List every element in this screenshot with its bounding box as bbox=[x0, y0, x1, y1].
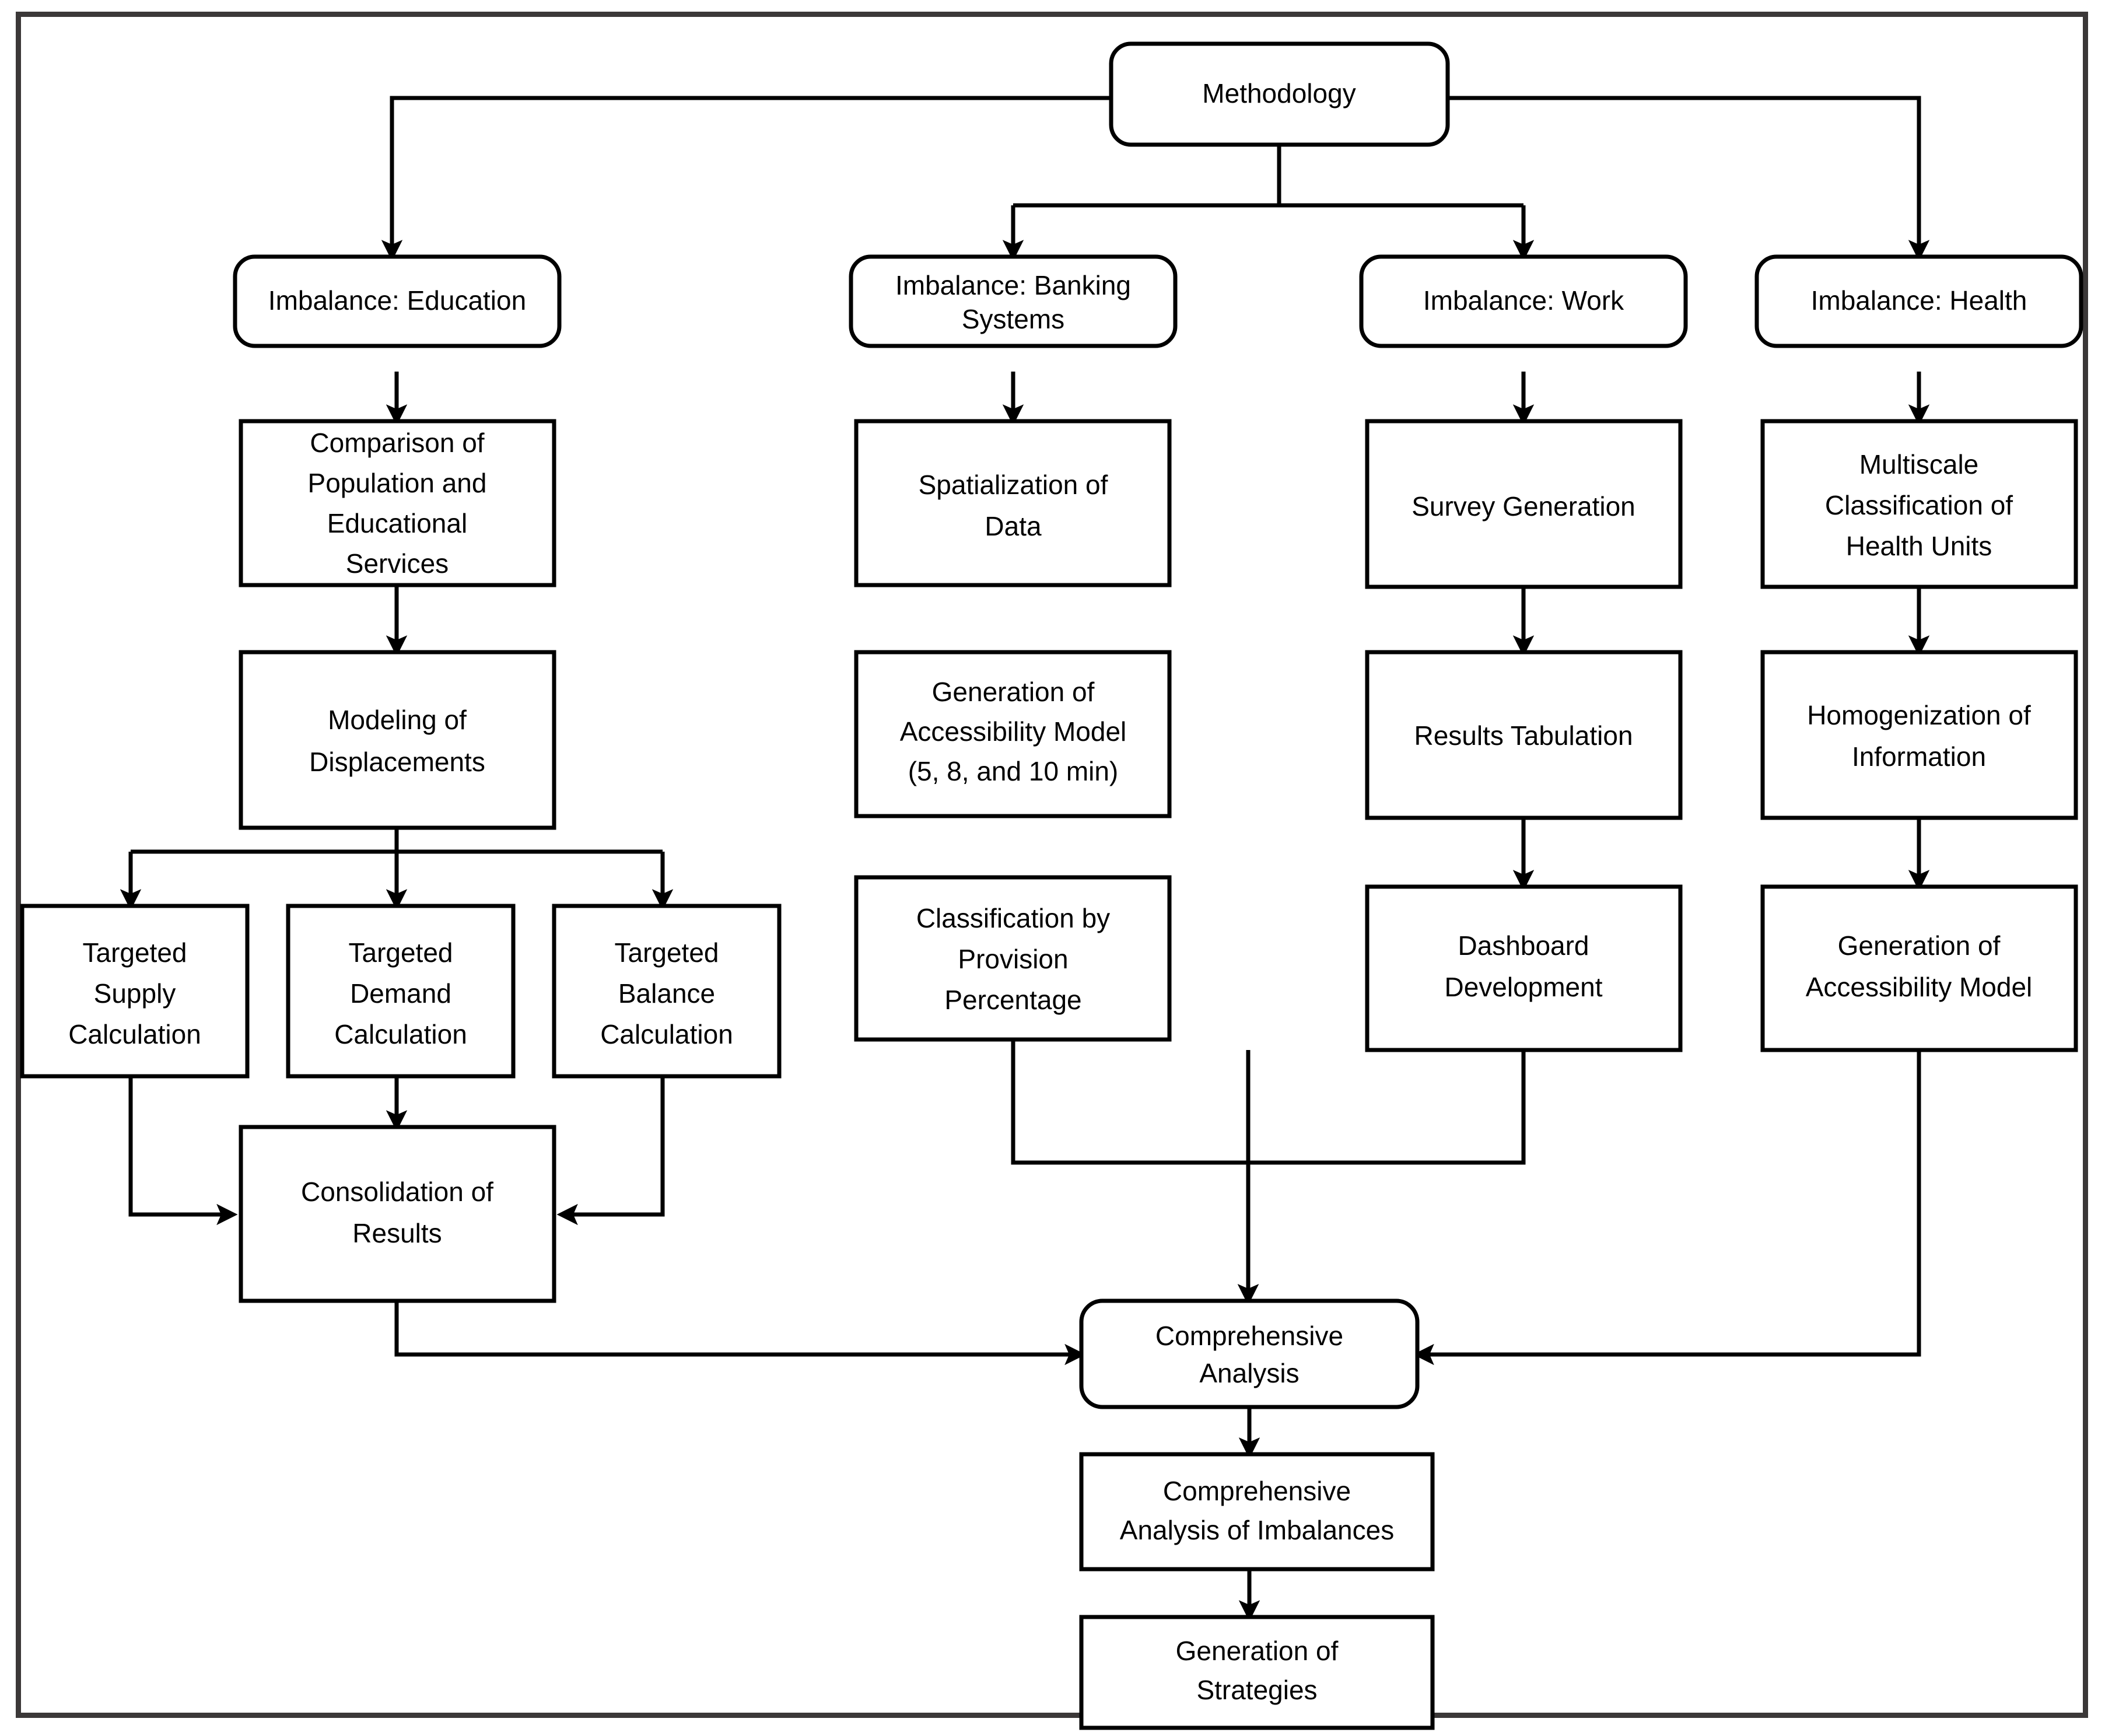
edge-dashboard-stem bbox=[1248, 1050, 1526, 1165]
node-homogenization-label-line1: Homogenization of bbox=[1807, 700, 2031, 730]
edge-methodology-health bbox=[1448, 96, 1930, 261]
node-modeling-displacements[interactable]: Modeling of Displacements bbox=[239, 650, 556, 830]
node-comprehensive-analysis[interactable]: Comprehensive Analysis bbox=[1079, 1298, 1420, 1409]
node-classification-label-line3: Percentage bbox=[944, 985, 1081, 1015]
node-comprehensive-analysis-label-line1: Comprehensive bbox=[1155, 1321, 1343, 1351]
diagram-frame bbox=[16, 12, 2088, 1718]
node-modeling-label-line1: Modeling of bbox=[328, 705, 467, 735]
node-generation-strategies[interactable]: Generation of Strategies bbox=[1079, 1615, 1435, 1730]
node-consolidation-label-line2: Results bbox=[352, 1218, 442, 1248]
node-comprehensive-analysis-imbalances[interactable]: Comprehensive Analysis of Imbalances bbox=[1079, 1452, 1435, 1572]
node-consolidation-results[interactable]: Consolidation of Results bbox=[239, 1125, 556, 1303]
node-supply-label-line1: Targeted bbox=[82, 937, 187, 968]
node-multiscale-label-line2: Classification of bbox=[1825, 490, 2013, 520]
node-banking-access-label-line3: (5, 8, and 10 min) bbox=[908, 756, 1119, 786]
node-dashboard-label-line1: Dashboard bbox=[1458, 930, 1589, 961]
node-classification-provision-percentage[interactable]: Classification by Provision Percentage bbox=[854, 875, 1172, 1042]
node-balance-label-line1: Targeted bbox=[614, 937, 719, 968]
edge-health-accessibility-comprehensive bbox=[1413, 1050, 1921, 1366]
edge-methodology-education bbox=[381, 96, 1111, 261]
edge-balance-consolidation bbox=[556, 1076, 665, 1226]
node-imbalance-education[interactable]: Imbalance: Education bbox=[233, 254, 562, 348]
node-results-label: Results Tabulation bbox=[1414, 720, 1633, 751]
node-survey-label: Survey Generation bbox=[1411, 491, 1635, 522]
edge-consolidation-comprehensive bbox=[394, 1301, 1086, 1366]
node-modeling-label-line2: Displacements bbox=[309, 747, 485, 777]
edge-classification-comprehensive bbox=[1011, 1040, 1259, 1306]
node-imbalance-banking-label-line2: Systems bbox=[962, 304, 1064, 334]
node-imbalance-health[interactable]: Imbalance: Health bbox=[1754, 254, 2083, 348]
node-health-access-label-line1: Generation of bbox=[1838, 930, 2001, 961]
edge-supply-consolidation bbox=[128, 1076, 238, 1226]
node-comparison-label-line4: Services bbox=[346, 548, 449, 579]
node-survey-generation[interactable]: Survey Generation bbox=[1365, 419, 1683, 589]
node-imbalance-banking-label-line1: Imbalance: Banking bbox=[895, 270, 1131, 300]
node-homogenization-information[interactable]: Homogenization of Information bbox=[1760, 650, 2078, 820]
node-classification-label-line1: Classification by bbox=[916, 903, 1110, 933]
node-banking-access-label-line1: Generation of bbox=[932, 677, 1095, 707]
node-balance-label-line2: Balance bbox=[618, 978, 715, 1009]
node-comparison-population-education[interactable]: Comparison of Population and Educational… bbox=[239, 419, 556, 587]
node-imbalance-education-label: Imbalance: Education bbox=[268, 285, 526, 316]
node-comprehensive-imbalances-label-line2: Analysis of Imbalances bbox=[1120, 1515, 1394, 1545]
node-spatialization-data[interactable]: Spatialization of Data bbox=[854, 419, 1172, 587]
node-spatialization-label-line1: Spatialization of bbox=[919, 470, 1108, 500]
node-comprehensive-imbalances-label-line1: Comprehensive bbox=[1163, 1476, 1351, 1506]
node-multiscale-classification-health-units[interactable]: Multiscale Classification of Health Unit… bbox=[1760, 419, 2078, 589]
node-targeted-balance-calculation[interactable]: Targeted Balance Calculation bbox=[552, 904, 782, 1079]
node-comprehensive-analysis-label-line2: Analysis bbox=[1199, 1358, 1299, 1388]
node-classification-label-line2: Provision bbox=[958, 944, 1068, 974]
node-results-tabulation[interactable]: Results Tabulation bbox=[1365, 650, 1683, 820]
node-methodology[interactable]: Methodology bbox=[1109, 41, 1450, 147]
node-balance-label-line3: Calculation bbox=[600, 1019, 733, 1049]
node-targeted-demand-calculation[interactable]: Targeted Demand Calculation bbox=[286, 904, 516, 1079]
node-imbalance-health-label: Imbalance: Health bbox=[1811, 285, 2027, 316]
node-imbalance-banking[interactable]: Imbalance: Banking Systems bbox=[849, 254, 1178, 348]
node-methodology-label: Methodology bbox=[1202, 78, 1356, 108]
node-targeted-supply-calculation[interactable]: Targeted Supply Calculation bbox=[20, 904, 250, 1079]
node-consolidation-label-line1: Consolidation of bbox=[301, 1177, 493, 1207]
node-dashboard-development[interactable]: Dashboard Development bbox=[1365, 884, 1683, 1052]
node-comparison-label-line1: Comparison of bbox=[310, 428, 484, 458]
node-demand-label-line2: Demand bbox=[350, 978, 451, 1009]
node-multiscale-label-line1: Multiscale bbox=[1859, 449, 1979, 480]
node-demand-label-line3: Calculation bbox=[334, 1019, 467, 1049]
node-imbalance-work-label: Imbalance: Work bbox=[1423, 285, 1624, 316]
node-banking-accessibility-model[interactable]: Generation of Accessibility Model (5, 8,… bbox=[854, 650, 1172, 818]
node-health-accessibility-model[interactable]: Generation of Accessibility Model bbox=[1760, 884, 2078, 1052]
node-homogenization-label-line2: Information bbox=[1852, 741, 1986, 772]
edges-layer bbox=[120, 96, 1930, 1622]
node-health-access-label-line2: Accessibility Model bbox=[1806, 972, 2033, 1002]
node-spatialization-label-line2: Data bbox=[985, 511, 1042, 541]
node-supply-label-line2: Supply bbox=[94, 978, 176, 1009]
nodes-layer: Methodology Imbalance: Education Imbalan… bbox=[20, 41, 2083, 1730]
node-strategies-label-line1: Generation of bbox=[1176, 1636, 1339, 1666]
node-banking-access-label-line2: Accessibility Model bbox=[900, 716, 1127, 747]
node-imbalance-work[interactable]: Imbalance: Work bbox=[1359, 254, 1688, 348]
node-supply-label-line3: Calculation bbox=[68, 1019, 201, 1049]
node-comparison-label-line2: Population and bbox=[308, 468, 487, 498]
node-dashboard-label-line2: Development bbox=[1444, 972, 1602, 1002]
node-demand-label-line1: Targeted bbox=[348, 937, 453, 968]
node-strategies-label-line2: Strategies bbox=[1196, 1675, 1317, 1705]
node-comparison-label-line3: Educational bbox=[327, 508, 467, 538]
node-multiscale-label-line3: Health Units bbox=[1846, 531, 1992, 561]
